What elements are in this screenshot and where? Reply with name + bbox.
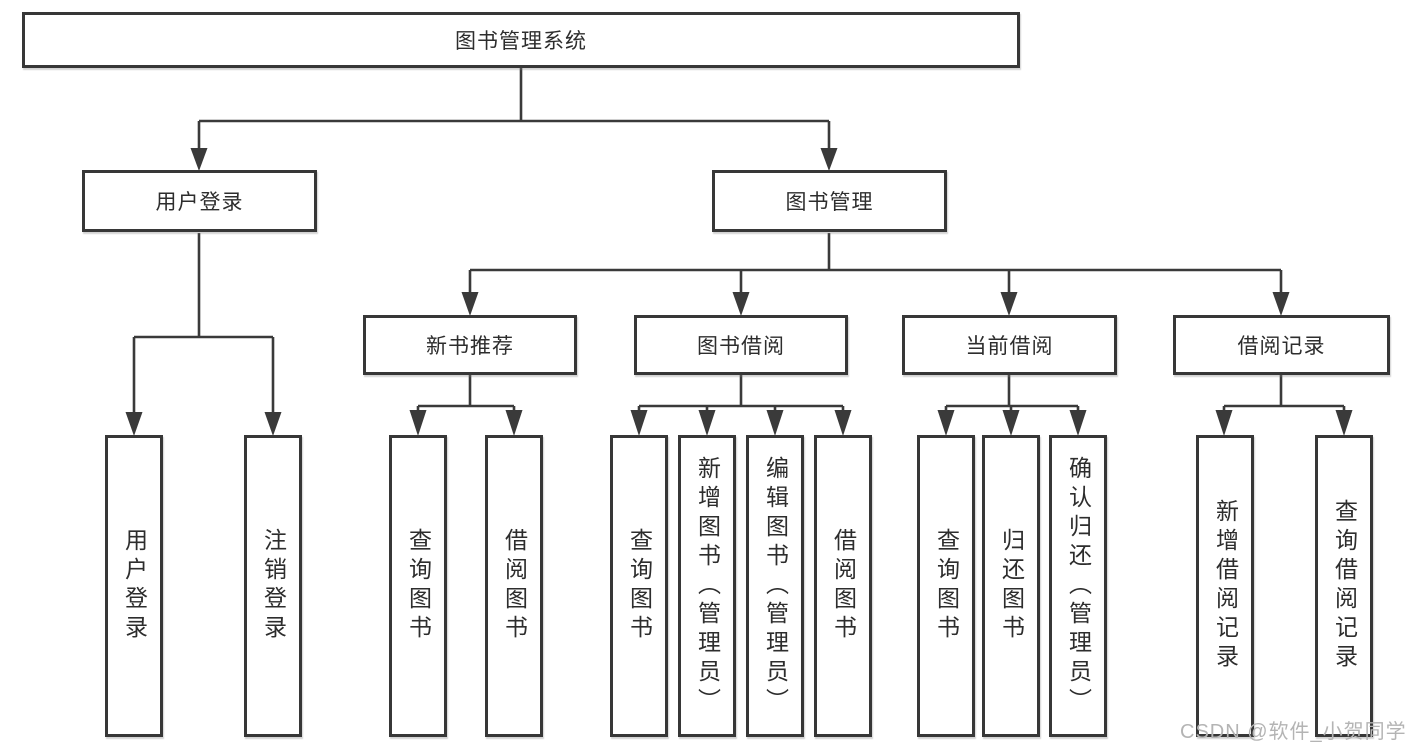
arrowhead (409, 410, 427, 436)
node-new-book-recommendation: 新书推荐 (363, 315, 577, 375)
edge-current-borrow-to-leaves (937, 375, 1087, 436)
leaf-add-books-admin: 新增图书（管理员） (678, 435, 736, 737)
arrowhead (630, 410, 648, 436)
arrowhead (1335, 410, 1353, 436)
leaf-user-login: 用户登录 (105, 435, 163, 737)
leaf-label: 查询图书 (933, 528, 960, 644)
arrowhead (1272, 292, 1290, 316)
arrowhead (698, 410, 716, 436)
leaf-borrow-books: 借阅图书 (814, 435, 872, 737)
leaf-label: 确认归还（管理员） (1065, 455, 1092, 717)
leaf-label: 查询借阅记录 (1331, 499, 1358, 673)
arrowhead (937, 410, 955, 436)
leaf-label: 查询图书 (626, 528, 653, 644)
leaf-confirm-return-admin: 确认归还（管理员） (1049, 435, 1107, 737)
leaf-label: 归还图书 (998, 528, 1025, 644)
leaf-label: 编辑图书（管理员） (762, 455, 789, 717)
leaf-label: 新增图书（管理员） (694, 455, 721, 717)
node-label: 图书借阅 (697, 335, 785, 358)
edge-book-borrow-to-leaves (630, 375, 852, 436)
arrowhead (1002, 410, 1020, 436)
leaf-label: 查询图书 (405, 528, 432, 644)
arrowhead (264, 412, 282, 436)
leaf-query-borrow-record: 查询借阅记录 (1315, 435, 1373, 737)
arrowhead (1215, 410, 1233, 436)
leaf-label: 借阅图书 (501, 528, 528, 644)
leaf-label: 新增借阅记录 (1212, 499, 1239, 673)
arrowhead (505, 410, 523, 436)
leaf-borrow-query-books: 查询图书 (610, 435, 668, 737)
edge-root-to-level2 (190, 68, 838, 171)
arrowhead (766, 410, 784, 436)
arrowhead (820, 148, 838, 171)
csdn-watermark: CSDN @软件_小贺同学 (1180, 721, 1405, 743)
arrowhead (190, 148, 208, 171)
leaf-edit-books-admin: 编辑图书（管理员） (746, 435, 804, 737)
node-current-borrowing: 当前借阅 (902, 315, 1117, 375)
arrowhead (1000, 292, 1018, 316)
node-label: 新书推荐 (426, 335, 514, 358)
node-label: 图书管理系统 (455, 30, 587, 53)
leaf-current-query-books: 查询图书 (917, 435, 975, 737)
node-borrowing-records: 借阅记录 (1173, 315, 1390, 375)
node-book-borrowing: 图书借阅 (634, 315, 848, 375)
leaf-return-books: 归还图书 (982, 435, 1040, 737)
edge-book-mgmt-to-level3 (461, 233, 1290, 316)
arrowhead (732, 292, 750, 316)
node-label: 用户登录 (155, 191, 244, 214)
arrowhead (1069, 410, 1087, 436)
edge-new-book-rec-to-leaves (409, 375, 523, 436)
leaf-newbook-borrow-books: 借阅图书 (485, 435, 543, 737)
leaf-label: 注销登录 (260, 528, 287, 644)
arrowhead (834, 410, 852, 436)
node-label: 当前借阅 (965, 335, 1054, 358)
edge-borrow-records-to-leaves (1215, 375, 1353, 436)
edge-user-login-to-leaves (125, 233, 282, 436)
node-label: 图书管理 (785, 191, 874, 214)
leaf-label: 用户登录 (121, 528, 148, 644)
leaf-add-borrow-record: 新增借阅记录 (1196, 435, 1254, 737)
node-user-login: 用户登录 (82, 170, 317, 232)
leaf-label: 借阅图书 (830, 528, 857, 644)
node-library-management-system: 图书管理系统 (22, 12, 1020, 68)
leaf-newbook-query-books: 查询图书 (389, 435, 447, 737)
node-label: 借阅记录 (1237, 335, 1326, 358)
leaf-logout: 注销登录 (244, 435, 302, 737)
arrowhead (461, 292, 479, 316)
node-book-management: 图书管理 (712, 170, 947, 232)
arrowhead (125, 412, 143, 436)
